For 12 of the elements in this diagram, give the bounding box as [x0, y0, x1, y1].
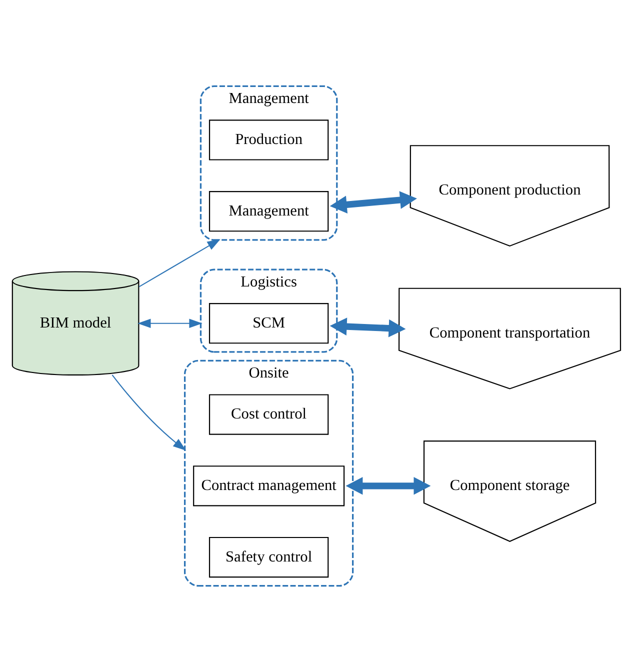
node-box: Contract management: [193, 465, 345, 506]
node-box: Safety control: [208, 536, 329, 578]
arrow: [138, 238, 220, 287]
arrow: [112, 374, 186, 450]
node-box: Cost control: [208, 394, 329, 434]
node-box: Production: [208, 119, 329, 160]
arrow: [346, 476, 431, 494]
node-box: SCM: [208, 302, 329, 344]
node-box: Management: [208, 190, 329, 232]
arrow: [330, 317, 406, 337]
arrow: [138, 318, 202, 328]
arrow: [330, 190, 417, 214]
